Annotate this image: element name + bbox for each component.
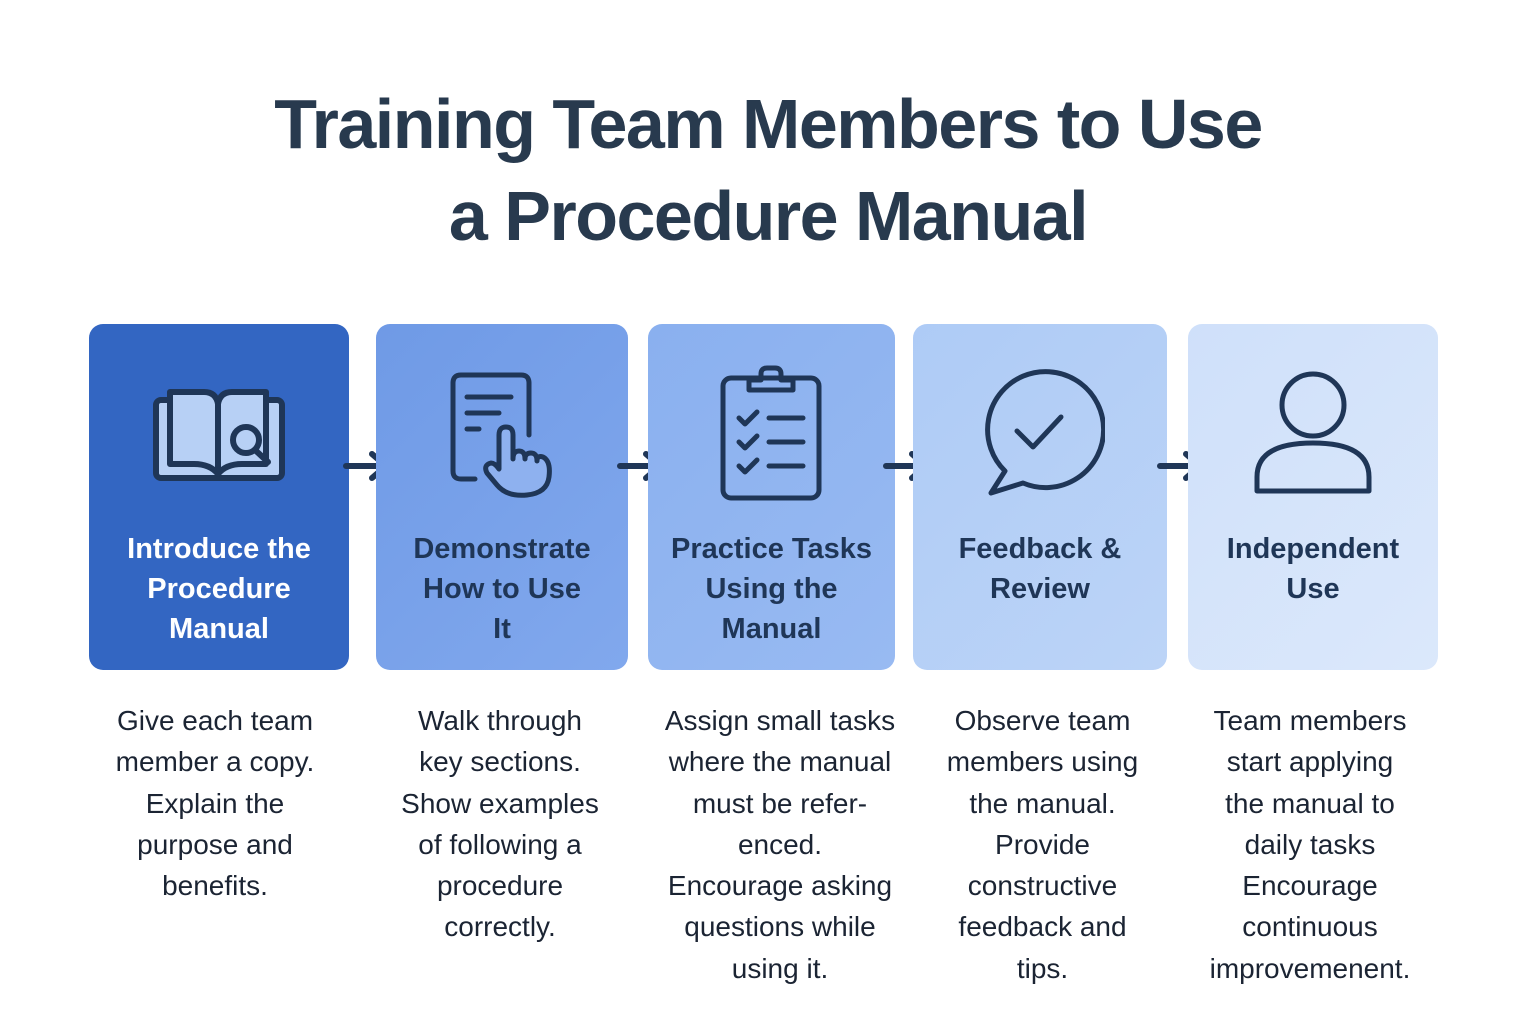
person-icon bbox=[1188, 364, 1438, 504]
clipboard-checklist-icon bbox=[648, 364, 895, 504]
step-card-independent: Independent Use bbox=[1188, 324, 1438, 670]
step-card-practice: Practice Tasks Using the Manual bbox=[648, 324, 895, 670]
step-title: Demonstrate How to Use It bbox=[413, 533, 591, 645]
step-card-feedback: Feedback & Review bbox=[913, 324, 1167, 670]
open-book-magnifier-icon bbox=[89, 364, 349, 504]
step-description: Give each team member a copy. Explain th… bbox=[115, 705, 315, 902]
step-title: Feedback & Review bbox=[958, 533, 1122, 605]
step-title: Practice Tasks Using the Manual bbox=[671, 533, 872, 645]
speech-bubble-check-icon bbox=[913, 364, 1167, 504]
step-description: Observe team members using the manual. P… bbox=[946, 705, 1139, 984]
step-title: Independent Use bbox=[1226, 533, 1400, 605]
step-description: Assign small tasks where the manual must… bbox=[664, 705, 896, 984]
step-card-demonstrate: Demonstrate How to Use It bbox=[376, 324, 628, 670]
step-description: Walk through key sections. Show examples… bbox=[401, 705, 599, 943]
step-card-introduce: Introduce the Procedure Manual bbox=[89, 324, 349, 670]
page-title: Training Team Members to Use a Procedure… bbox=[274, 85, 1263, 255]
step-title: Introduce the Procedure Manual bbox=[127, 533, 311, 645]
document-pointing-hand-icon bbox=[376, 364, 628, 504]
step-description: Team members start applying the manual t… bbox=[1209, 705, 1411, 984]
